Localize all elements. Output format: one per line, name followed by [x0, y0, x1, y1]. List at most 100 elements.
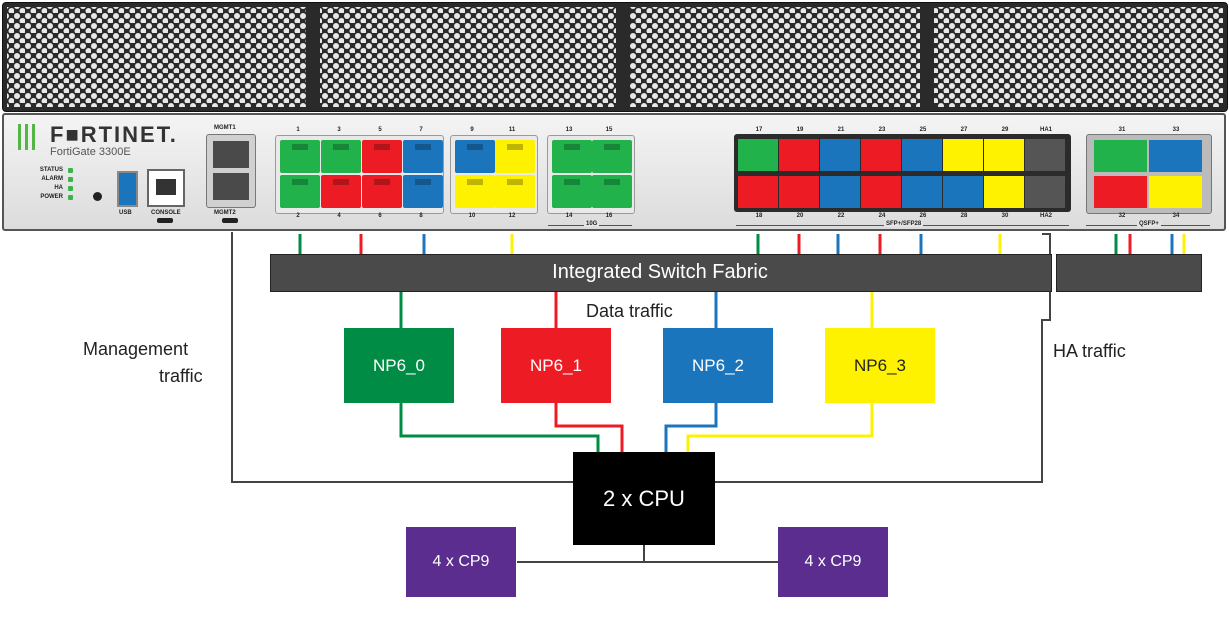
- port-label: 22: [837, 213, 845, 219]
- port-label: HA2: [1039, 213, 1052, 219]
- port-label: 33: [1172, 127, 1180, 133]
- port-label: 10: [468, 213, 476, 219]
- port-8: [403, 175, 443, 208]
- port-label: 3: [337, 127, 341, 133]
- port-label: 14: [565, 213, 573, 219]
- qsfp-port-34: [1149, 176, 1202, 208]
- management-traffic-label: Management: [83, 339, 189, 359]
- port-label: 15: [605, 127, 613, 133]
- port-label: 28: [960, 213, 968, 219]
- port-5: [362, 140, 402, 173]
- port-label: 16: [605, 213, 613, 219]
- port-label: 12: [508, 213, 516, 219]
- usb-port-icon: [117, 171, 138, 207]
- port-label: 8: [419, 213, 423, 219]
- sfp-port-18: [738, 176, 778, 208]
- port-13: [552, 140, 592, 173]
- sfp-bay: [734, 134, 1071, 212]
- port-3: [321, 140, 361, 173]
- status-led: [68, 168, 73, 173]
- port-4: [321, 175, 361, 208]
- np6-2-box: NP6_2: [663, 328, 773, 403]
- alarm-led: [68, 177, 73, 182]
- port-12: [495, 175, 535, 208]
- reset-button: [93, 192, 102, 201]
- sfp-port-21: [820, 139, 860, 171]
- port-label: 5: [378, 127, 382, 133]
- status-leds: STATUS ALARM HA POWER: [18, 166, 63, 202]
- port-label: 4: [337, 213, 341, 219]
- chassis-vent-grill: [2, 2, 1228, 112]
- qsfp-port-32: [1094, 176, 1147, 208]
- port-9: [455, 140, 495, 173]
- port-label: 1: [296, 127, 300, 133]
- port-6: [362, 175, 402, 208]
- sfp-port-30: [984, 176, 1024, 208]
- sfp-port-27: [943, 139, 983, 171]
- port-label: 13: [565, 127, 573, 133]
- port-7: [403, 140, 443, 173]
- port-15: [592, 140, 632, 173]
- cp9-left-box: 4 x CP9: [406, 527, 516, 597]
- power-led: [68, 195, 73, 200]
- port-2: [280, 175, 320, 208]
- integrated-switch-fabric-extension: [1056, 254, 1202, 292]
- mgmt-ports: [206, 134, 256, 208]
- console-port-icon: [147, 169, 185, 207]
- port-label: 27: [960, 127, 968, 133]
- qsfp-bay: [1086, 134, 1212, 214]
- sfp-port-29: [984, 139, 1024, 171]
- port-label: 6: [378, 213, 382, 219]
- console-indicator: [157, 218, 173, 223]
- sfp-port-17: [738, 139, 778, 171]
- port-label: 17: [755, 127, 763, 133]
- brand-logo: F■RTINET.: [50, 122, 178, 147]
- qsfp-port-33: [1149, 140, 1202, 172]
- port-group-9-12: [450, 135, 538, 214]
- sfp-port-22: [820, 176, 860, 208]
- fortinet-logo-icon: [18, 124, 39, 155]
- console-label: CONSOLE: [151, 210, 181, 216]
- port-label: 11: [508, 127, 516, 133]
- sfp-port-20: [779, 176, 819, 208]
- sfp-port-25: [902, 139, 942, 171]
- port-label: 7: [419, 127, 423, 133]
- port-group-1-8: [275, 135, 444, 214]
- sfp-port-19: [779, 139, 819, 171]
- device-model: FortiGate 3300E: [50, 146, 131, 158]
- port-label: 34: [1172, 213, 1180, 219]
- port-label: 2: [296, 213, 300, 219]
- ha1-port: [1025, 139, 1065, 171]
- cpu-box: 2 x CPU: [573, 452, 715, 545]
- port-group-13-16: [547, 135, 635, 214]
- ha-led: [68, 186, 73, 191]
- integrated-switch-fabric: [270, 254, 1052, 292]
- led-label-power: POWER: [40, 194, 63, 200]
- group-10g-label: 10G: [584, 221, 600, 227]
- port-16: [592, 175, 632, 208]
- mgmt2-label: MGMT2: [214, 210, 236, 216]
- port-label: 21: [837, 127, 845, 133]
- port-label: HA1: [1039, 127, 1052, 133]
- port-label: 9: [470, 127, 474, 133]
- port-14: [552, 175, 592, 208]
- port-10: [455, 175, 495, 208]
- qsfp-port-31: [1094, 140, 1147, 172]
- port-label: 32: [1118, 213, 1126, 219]
- np6-3-box: NP6_3: [825, 328, 935, 403]
- mgmt-indicator: [222, 218, 238, 223]
- cp9-right-box: 4 x CP9: [778, 527, 888, 597]
- np6-0-box: NP6_0: [344, 328, 454, 403]
- np6-1-box: NP6_1: [501, 328, 611, 403]
- port-label: 30: [1001, 213, 1009, 219]
- led-label-ha: HA: [54, 185, 63, 191]
- sfp-group-label: SFP+/SFP28: [884, 221, 924, 227]
- sfp-port-23: [861, 139, 901, 171]
- port-label: 18: [755, 213, 763, 219]
- port-label: 26: [919, 213, 927, 219]
- port-label: 24: [878, 213, 886, 219]
- port-1: [280, 140, 320, 173]
- sfp-port-28: [943, 176, 983, 208]
- fabric-label: Integrated Switch Fabric: [552, 261, 768, 283]
- port-label: 19: [796, 127, 804, 133]
